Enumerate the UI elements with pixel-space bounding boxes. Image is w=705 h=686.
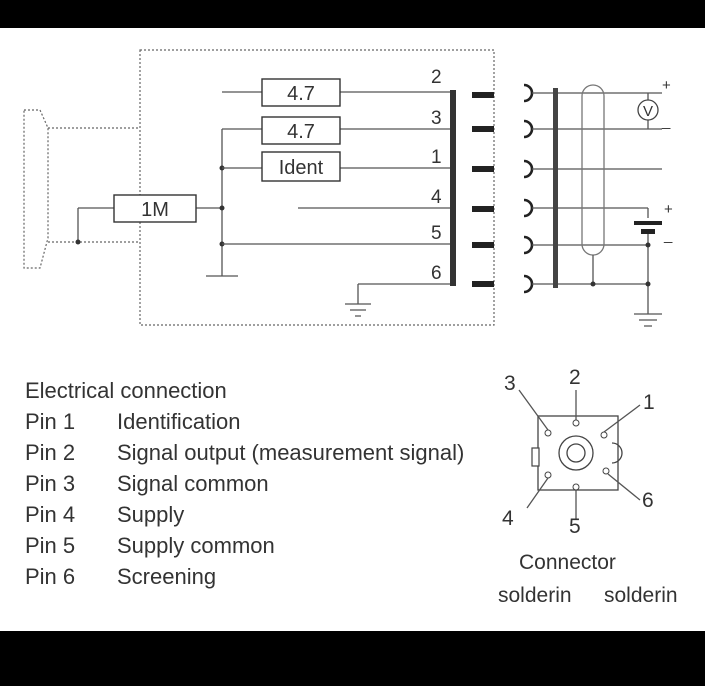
connector-tab [531,447,540,467]
legend-title: Electrical connection [25,378,227,403]
pin-hole [544,471,552,479]
pin-hole [602,467,610,475]
resistor-4-7-b [261,116,341,145]
cable-enclosure [139,49,495,326]
pin-number: 6 [431,263,442,284]
connector-caption-solder-b: solderin [604,584,678,607]
resistor-4-7-a [261,78,341,107]
resistor-1m [113,194,197,223]
battery-short-plate [641,229,655,234]
legend-row: Pin 4 Supply [25,499,464,530]
voltmeter-minus: _ [661,113,671,130]
pin-number: 3 [431,108,442,129]
socket-contact [523,119,534,139]
pin-tab [472,206,494,212]
connector-key [611,442,623,464]
pin-legend: Electrical connection Pin 1 Identificatio… [25,375,464,592]
junction-ground [645,281,651,287]
legend-row: Pin 6 Screening [25,561,464,592]
resistor-label: 1M [141,199,169,221]
pin-number: 1 [431,147,442,168]
legend-desc: Identification [117,409,241,434]
voltmeter-plus: + [662,77,671,94]
resistor-label: 4.7 [287,121,315,143]
pin-number: 2 [431,67,442,88]
battery-plus: + [664,201,673,218]
pin-tab [472,166,494,172]
legend-desc: Supply [117,502,185,527]
pin-hole [572,419,580,427]
junction-supply [645,242,651,248]
resistor-label: Ident [279,157,324,179]
socket-contact [523,83,534,103]
pin-number: 5 [431,223,442,244]
diagram-canvas: 2 3 1 4 5 6 4.7 4.7 Ident 1M V + _ + _ [0,28,705,631]
resistor-label: 4.7 [287,83,315,105]
pin-number: 4 [431,187,442,208]
cable-wires [532,92,662,285]
battery-long-plate [634,221,662,225]
legend-pin: Pin 5 [25,533,76,558]
legend-pin: Pin 4 [25,502,76,527]
ground-symbol-supply [634,306,662,327]
legend-pin: Pin 6 [25,564,76,589]
voltmeter-icon [637,99,659,121]
wiring-schematic: 2 3 1 4 5 6 4.7 4.7 Ident 1M V + _ + _ [23,49,673,538]
junction-sensor [75,239,81,245]
pin-hole [572,483,580,491]
pinout-leaders [518,389,641,520]
connector-caption: Connector [519,551,616,574]
pinout-label: 5 [569,515,581,538]
cable-shield [581,84,605,256]
pin-hole [544,429,552,437]
pinout-label: 1 [643,391,655,414]
legend-desc: Signal output (measurement signal) [117,440,465,465]
legend-desc: Signal common [117,471,269,496]
socket-contact [523,198,534,218]
pin-hole [600,431,608,439]
legend-row: Pin 3 Signal common [25,468,464,499]
wire-sensor-1m [77,207,114,242]
legend-row: Pin 2 Signal output (measurement signal) [25,437,464,468]
legend-pin: Pin 3 [25,471,76,496]
wire-pin6 [357,283,450,304]
legend-row: Pin 1 Identification [25,406,464,437]
voltmeter-symbol: V [643,103,653,120]
connector-bar [450,90,456,286]
legend-desc: Screening [117,564,217,589]
socket-contacts [523,83,534,294]
pinout-label: 4 [502,507,514,530]
battery-minus: _ [663,227,673,244]
junction-shield [590,281,596,287]
socket-contact [523,274,534,294]
legend-row: Pin 5 Supply common [25,530,464,561]
pinout-label: 3 [504,372,516,395]
pin-tab [472,126,494,132]
legend-pin: Pin 1 [25,409,76,434]
pin-tab [472,92,494,98]
cable-connector-bar [553,88,558,288]
pinout-label: 6 [642,489,654,512]
pin-tab [472,281,494,287]
resistor-ident [261,151,341,182]
connector-caption-solder-a: solderin [498,584,572,607]
connector-center-inner [566,443,586,463]
pin-tabs [472,92,494,287]
pin-tab [472,242,494,248]
sensor-housing [23,109,49,269]
socket-contact [523,159,534,179]
ground-symbol-pin6 [345,303,371,317]
legend-desc: Supply common [117,533,275,558]
junction-1m [219,205,225,211]
connector-pinout: 3 2 1 4 5 6 [502,366,655,538]
pinout-label: 2 [569,366,581,389]
legend-pin: Pin 2 [25,440,76,465]
socket-contact [523,235,534,255]
